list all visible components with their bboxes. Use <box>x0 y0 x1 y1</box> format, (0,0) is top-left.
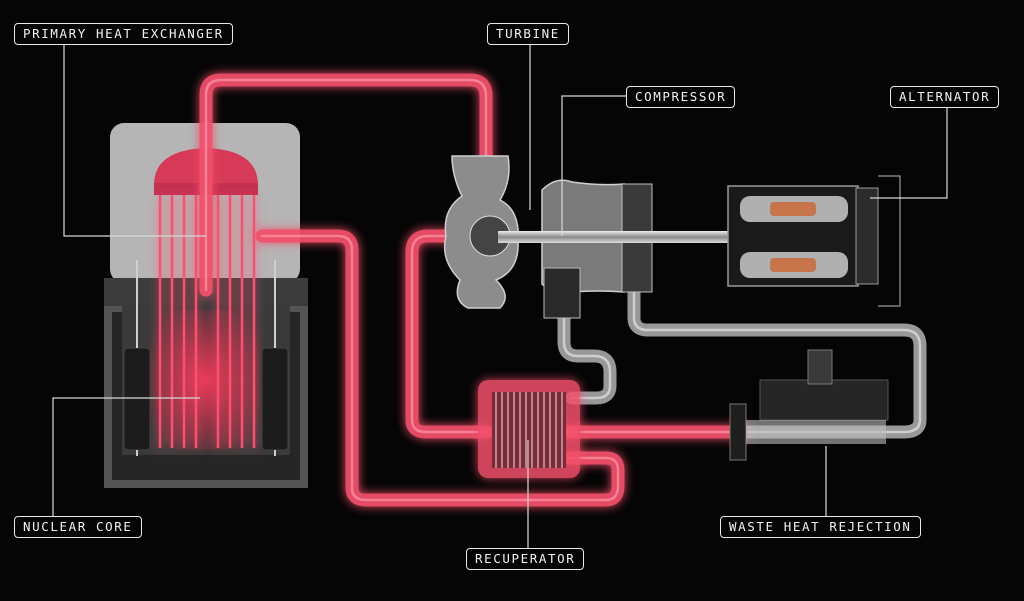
label-nuclear-core: NUCLEAR CORE <box>14 516 142 538</box>
label-recuperator: RECUPERATOR <box>466 548 585 570</box>
recuperator <box>478 380 580 478</box>
label-alternator: ALTERNATOR <box>890 86 1000 108</box>
label-waste-heat-rejection: WASTE HEAT REJECTION <box>720 516 921 538</box>
turbine <box>443 155 519 309</box>
label-compressor: COMPRESSOR <box>626 86 736 108</box>
alternator <box>727 175 901 307</box>
leader-lines <box>52 44 948 548</box>
hot-loop-pipe <box>199 73 753 507</box>
label-primary-heat-exchanger: PRIMARY HEAT EXCHANGER <box>14 23 233 45</box>
cool-loop-pipe <box>557 283 927 439</box>
nuclear-core <box>122 195 290 456</box>
label-turbine: TURBINE <box>487 23 569 45</box>
waste-heat-rejection <box>729 349 889 461</box>
